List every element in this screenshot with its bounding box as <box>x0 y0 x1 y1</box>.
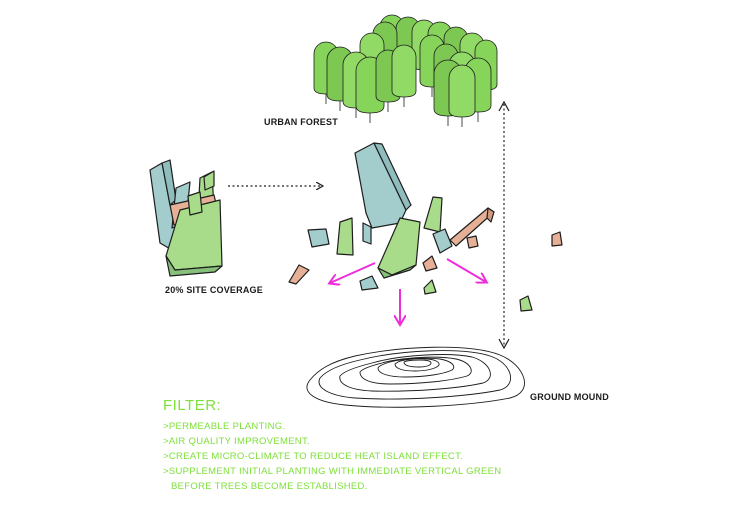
site-coverage-label: 20% SITE COVERAGE <box>165 285 263 295</box>
tree-canopy <box>448 64 476 118</box>
ground-mound <box>306 346 525 408</box>
tree-canopy <box>391 44 417 98</box>
exploded-cluster <box>288 142 563 312</box>
filter-item: >SUPPLEMENT INITIAL PLANTING WITH IMMEDI… <box>163 466 502 477</box>
dispersal-arrows <box>330 258 486 324</box>
site-coverage-cluster <box>149 159 223 277</box>
height-arrow <box>498 100 510 350</box>
filter-item: BEFORE TREES BECOME ESTABLISHED. <box>171 481 368 492</box>
urban-forest-trees <box>313 14 498 127</box>
filter-item: >AIR QUALITY IMPROVEMENT. <box>163 436 310 447</box>
filter-list: >PERMEABLE PLANTING. >AIR QUALITY IMPROV… <box>163 419 501 494</box>
filter-item: >PERMEABLE PLANTING. <box>163 421 286 432</box>
urban-forest-label: URBAN FOREST <box>264 117 338 127</box>
ground-mound-label: GROUND MOUND <box>530 392 609 402</box>
filter-item: >CREATE MICRO-CLIMATE TO REDUCE HEAT ISL… <box>163 451 464 462</box>
filter-title: FILTER: <box>163 397 222 414</box>
